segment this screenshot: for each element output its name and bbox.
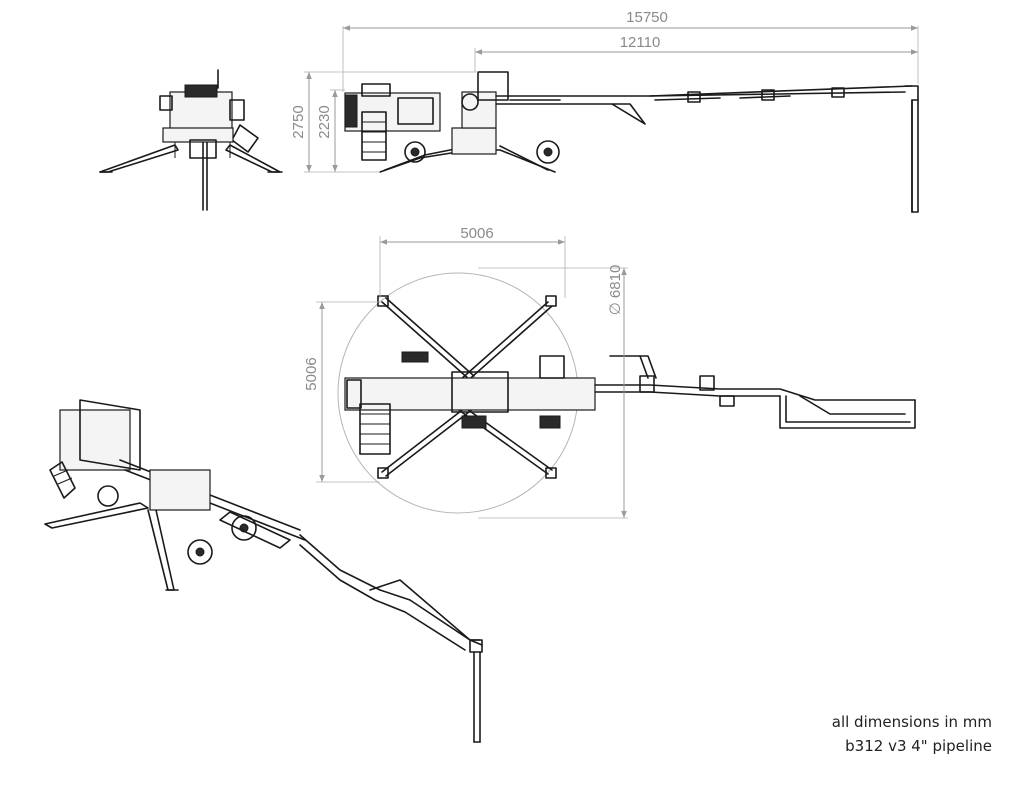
model-note: b312 v3 4" pipeline bbox=[845, 737, 992, 755]
dimension-outrigger-length: 5006 bbox=[303, 357, 320, 390]
dimension-outrigger-width: 5006 bbox=[460, 225, 493, 242]
dimension-boom-length: 12110 bbox=[620, 34, 661, 51]
top-view bbox=[337, 272, 916, 514]
dimension-total-height: 2750 bbox=[290, 105, 307, 138]
dimension-body-height: 2230 bbox=[316, 105, 333, 138]
drawing-notes: all dimensions in mm b312 v3 4" pipeline bbox=[832, 710, 992, 758]
isometric-view bbox=[44, 399, 483, 743]
units-note: all dimensions in mm bbox=[831, 713, 992, 731]
dimension-swing-diameter: ∅ 6810 bbox=[607, 265, 624, 316]
dimension-overall-length: 15750 bbox=[626, 9, 668, 26]
side-view bbox=[344, 71, 919, 213]
front-view bbox=[99, 69, 283, 211]
